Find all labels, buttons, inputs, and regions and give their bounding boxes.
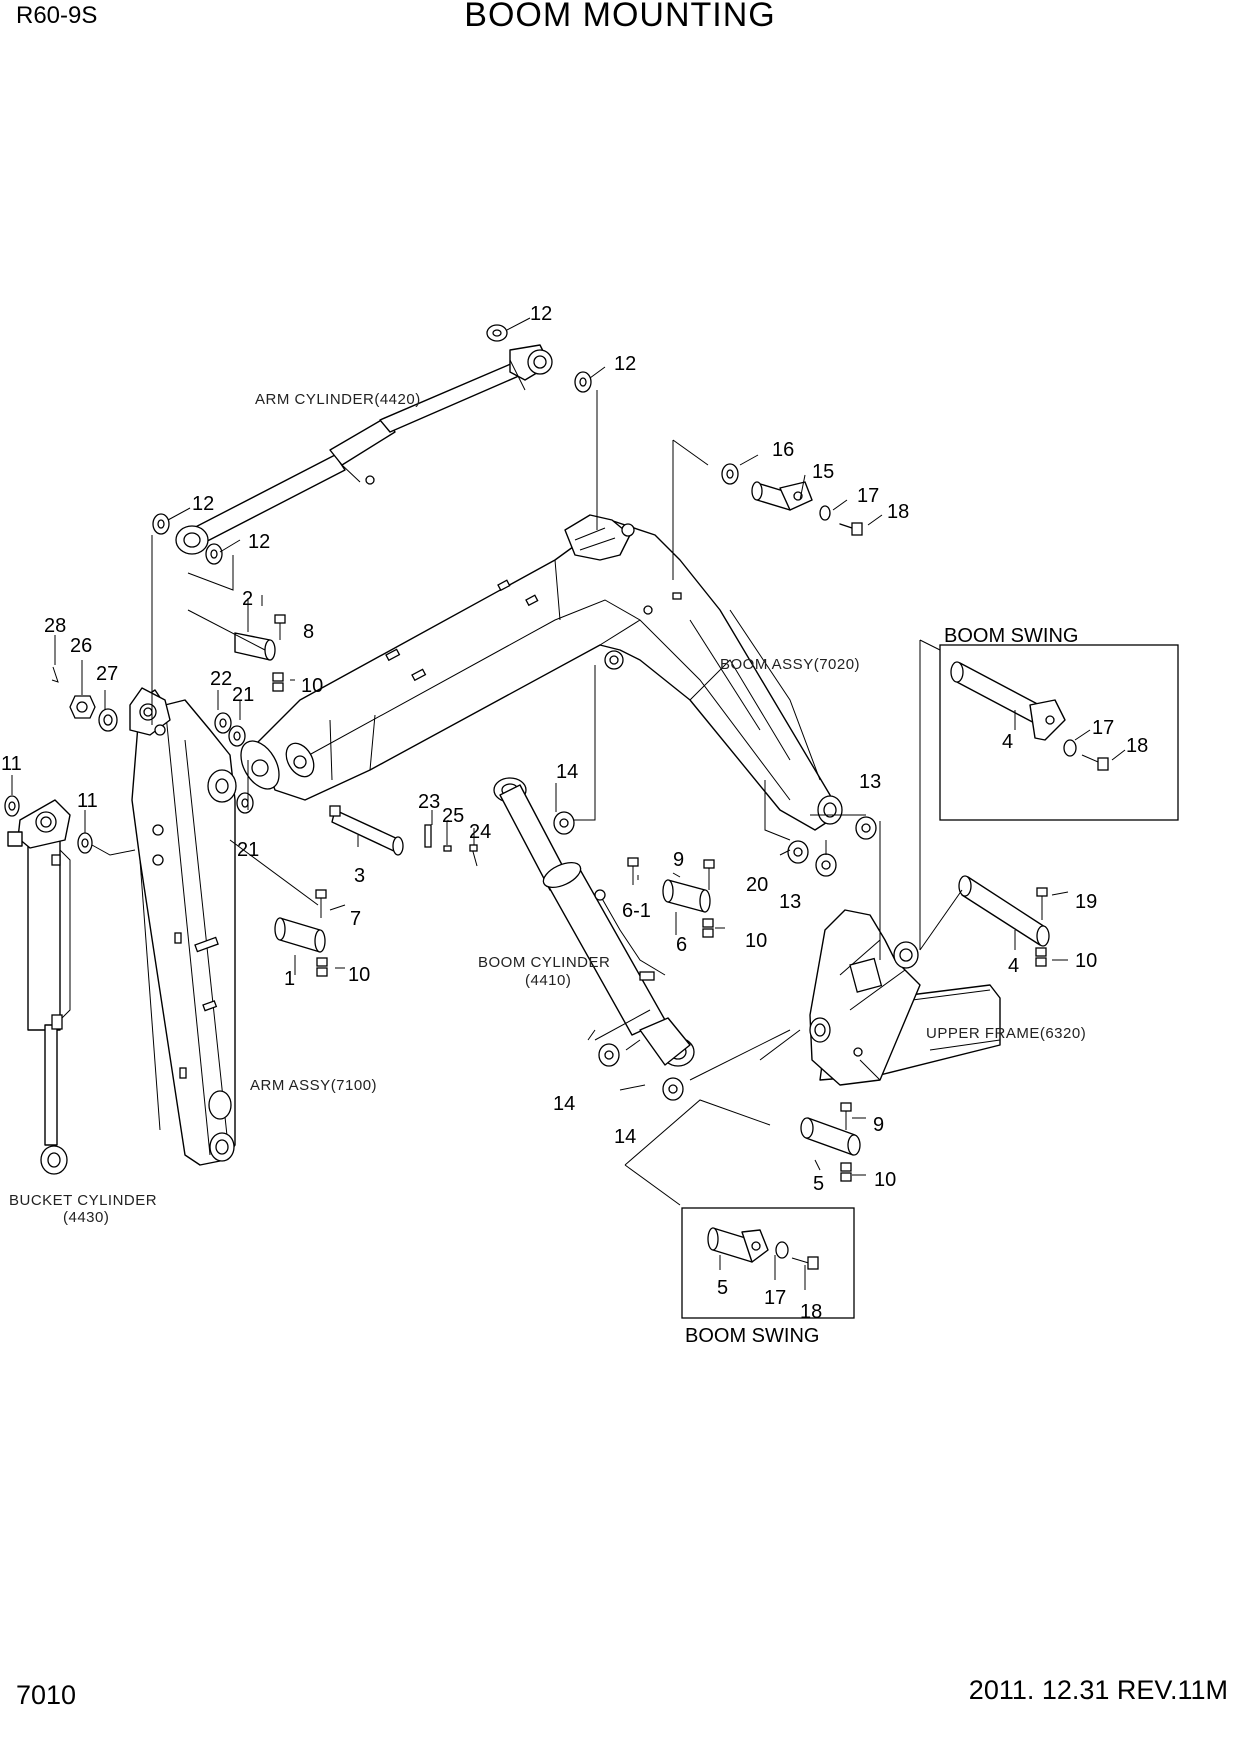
callout-17: 17 xyxy=(764,1287,786,1309)
callout-13: 13 xyxy=(859,771,881,793)
callout-26: 26 xyxy=(70,635,92,657)
callout-numbers: 12 12 12 12 16 15 17 18 2 8 10 28 26 27 … xyxy=(1,303,1148,1323)
callout-5: 5 xyxy=(813,1173,824,1195)
callout-4: 4 xyxy=(1008,955,1019,977)
swing-bracket-drawing xyxy=(809,909,921,1086)
arm-assy-label: ARM ASSY(7100) xyxy=(250,1077,377,1094)
callout-6-1: 6-1 xyxy=(622,900,651,922)
boom-cylinder-drawing xyxy=(493,777,695,1067)
callout-12: 12 xyxy=(530,303,552,325)
callout-10: 10 xyxy=(301,675,323,697)
callout-25: 25 xyxy=(442,805,464,827)
boom-swing-detail-lower xyxy=(681,1207,855,1319)
boom-cylinder-label: BOOM CYLINDER xyxy=(478,954,610,971)
model-code: R60-9S xyxy=(16,2,98,29)
callout-18: 18 xyxy=(887,501,909,523)
bucket-cylinder-code: (4430) xyxy=(63,1209,109,1226)
callout-16: 16 xyxy=(772,439,794,461)
page-number: 7010 xyxy=(16,1680,77,1710)
callout-2: 2 xyxy=(242,588,253,610)
boom-cylinder-code: (4410) xyxy=(525,972,571,989)
callout-9: 9 xyxy=(873,1114,884,1136)
boom-assy-label: BOOM ASSY(7020) xyxy=(720,656,860,673)
callout-17: 17 xyxy=(857,485,879,507)
callout-10: 10 xyxy=(745,930,767,952)
callout-11: 11 xyxy=(77,790,98,812)
callout-23: 23 xyxy=(418,791,440,813)
arm-assembly-drawing xyxy=(129,687,237,1166)
callout-10: 10 xyxy=(1075,950,1097,972)
callout-19: 19 xyxy=(1075,891,1097,913)
callout-6: 6 xyxy=(676,934,687,956)
callout-18: 18 xyxy=(800,1301,822,1323)
callout-3: 3 xyxy=(354,865,365,887)
callout-27: 27 xyxy=(96,663,118,685)
callout-12: 12 xyxy=(192,493,214,515)
callout-10: 10 xyxy=(348,964,370,986)
callout-22: 22 xyxy=(210,668,232,690)
boom-swing-lower-title: BOOM SWING xyxy=(685,1325,819,1347)
callout-12: 12 xyxy=(248,531,270,553)
revision-date: 2011. 12.31 REV.11M xyxy=(968,1675,1228,1705)
callout-11: 11 xyxy=(1,753,22,775)
upper-frame-label: UPPER FRAME(6320) xyxy=(926,1025,1086,1042)
callout-28: 28 xyxy=(44,615,66,637)
arm-cylinder-label: ARM CYLINDER(4420) xyxy=(255,391,421,408)
callout-14: 14 xyxy=(614,1126,636,1148)
arm-cylinder-drawing xyxy=(175,344,553,555)
callout-21: 21 xyxy=(237,839,259,861)
bucket-cylinder-drawing xyxy=(7,799,71,1175)
callout-15: 15 xyxy=(812,461,834,483)
callout-8: 8 xyxy=(303,621,314,643)
bucket-cylinder-label: BUCKET CYLINDER xyxy=(9,1192,157,1209)
callout-24: 24 xyxy=(469,821,491,843)
callout-12: 12 xyxy=(614,353,636,375)
callout-14: 14 xyxy=(553,1093,575,1115)
boom-swing-detail-upper xyxy=(939,644,1179,821)
callout-4: 4 xyxy=(1002,731,1013,753)
callout-17: 17 xyxy=(1092,717,1114,739)
callout-13: 13 xyxy=(779,891,801,913)
callout-14: 14 xyxy=(556,761,578,783)
leader-lines xyxy=(11,317,1126,1290)
callout-9: 9 xyxy=(673,849,684,871)
callout-7: 7 xyxy=(350,908,361,930)
callout-1: 1 xyxy=(284,968,295,990)
boom-assembly-drawing xyxy=(240,514,843,831)
callout-21: 21 xyxy=(232,684,254,706)
callout-18: 18 xyxy=(1126,735,1148,757)
boom-swing-upper-title: BOOM SWING xyxy=(944,625,1078,647)
page-title: BOOM MOUNTING xyxy=(464,0,776,34)
small-parts-drawing xyxy=(4,324,1050,1182)
callout-20: 20 xyxy=(746,874,768,896)
callout-10: 10 xyxy=(874,1169,896,1191)
callout-5: 5 xyxy=(717,1277,728,1299)
